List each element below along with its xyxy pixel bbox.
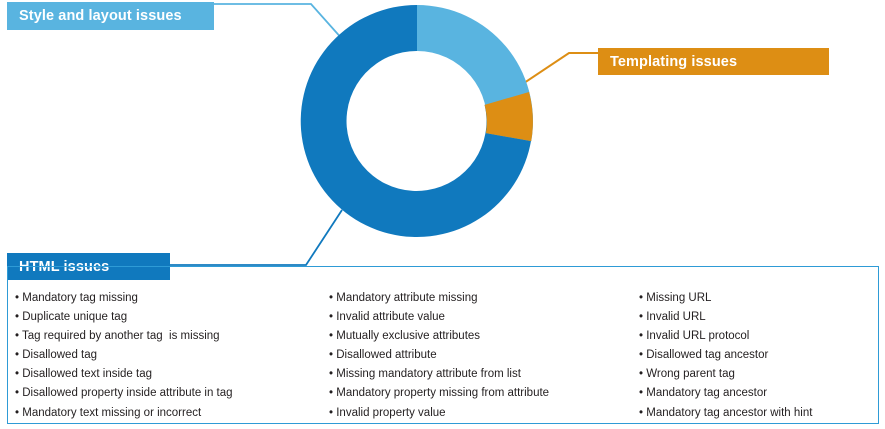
bullet-dot-icon: • <box>329 387 337 400</box>
bullet-dot-icon: • <box>329 311 337 324</box>
issues-column-1: • Mandatory tag missing• Duplicate uniqu… <box>7 281 319 421</box>
issue-list-item: • Disallowed property inside attribute i… <box>15 384 319 403</box>
issue-list-item: • Mandatory property missing from attrib… <box>329 384 629 403</box>
issue-list-item: • Disallowed attribute <box>329 346 629 365</box>
issue-list-item: • Invalid attribute value <box>329 308 629 327</box>
donut-segment-templating <box>484 91 533 142</box>
bullet-dot-icon: • <box>639 349 647 362</box>
issue-list-item-label: Wrong parent tag <box>646 368 735 381</box>
issue-list-item-label: Invalid attribute value <box>336 311 445 324</box>
issue-list-item: • Mandatory attribute missing <box>329 289 629 308</box>
bullet-dot-icon: • <box>639 406 647 419</box>
issue-list-item-label: Mutually exclusive attributes <box>336 330 481 343</box>
issue-list-item-label: Invalid URL <box>646 311 706 324</box>
issue-list-item: • Mandatory tag ancestor <box>639 384 879 403</box>
issue-list-item: • Disallowed tag <box>15 346 319 365</box>
bullet-dot-icon: • <box>329 349 337 362</box>
issue-list-item-label: Mandatory tag missing <box>22 292 138 304</box>
issue-list-item-label: Duplicate unique tag <box>22 311 128 324</box>
issue-list-item-label: Disallowed attribute <box>336 349 437 362</box>
issue-list-item-label: Invalid URL protocol <box>646 330 750 343</box>
bullet-dot-icon: • <box>15 330 23 343</box>
bullet-dot-icon: • <box>15 387 23 400</box>
issue-list-item: • Wrong parent tag <box>639 365 879 384</box>
issues-column-2: • Mandatory attribute missing• Invalid a… <box>319 281 629 421</box>
issue-list-item-label: Disallowed property inside attribute in … <box>22 387 233 400</box>
issue-list-item-label: Mandatory tag ancestor <box>646 387 768 400</box>
bullet-dot-icon: • <box>15 406 23 419</box>
issue-list-item: • Disallowed tag ancestor <box>639 346 879 365</box>
issue-list-item: • Tag required by another tag is missing <box>15 327 319 346</box>
issue-list-item: • Mandatory tag ancestor with hint <box>639 404 879 423</box>
bullet-dot-icon: • <box>15 368 23 381</box>
bullet-dot-icon: • <box>329 406 337 419</box>
issue-list-item: • Invalid URL protocol <box>639 327 879 346</box>
issue-list-item: • Duplicate unique tag <box>15 308 319 327</box>
donut-segment-html-issues <box>300 4 533 237</box>
issue-list-item: • Invalid property value <box>329 404 629 423</box>
issue-list-item: • Missing URL <box>639 289 879 308</box>
issue-list-item-label: Invalid property value <box>336 406 446 419</box>
issue-list-item-label: Mandatory text missing or incorrect <box>22 406 202 419</box>
callout-label-text: Templating issues <box>610 53 738 70</box>
bullet-dot-icon: • <box>329 330 337 343</box>
bullet-dot-icon: • <box>329 368 337 381</box>
leader-line-style <box>206 3 353 51</box>
callout-label-style-and-layout-issues[interactable]: Style and layout issues <box>7 2 214 30</box>
issue-list-item-label: Missing mandatory attribute from list <box>336 368 521 381</box>
html-issues-panel <box>7 266 879 424</box>
bullet-dot-icon: • <box>639 330 647 343</box>
bullet-dot-icon: • <box>15 311 23 324</box>
issue-list-item: • Mandatory tag missing <box>15 289 319 308</box>
bullet-dot-icon: • <box>639 292 647 304</box>
callout-label-templating-issues[interactable]: Templating issues <box>598 48 829 75</box>
issue-list-item: • Invalid URL <box>639 308 879 327</box>
bullet-dot-icon: • <box>639 311 647 324</box>
issue-list-item-label: Mandatory tag ancestor with hint <box>646 406 813 419</box>
issue-list-item-label: Tag required by another tag is missing <box>22 330 220 343</box>
issue-list-item-label: Disallowed text inside tag <box>22 368 152 381</box>
bullet-dot-icon: • <box>15 349 23 362</box>
issue-list-item-label: Missing URL <box>646 292 712 304</box>
bullet-dot-icon: • <box>639 387 647 400</box>
issue-list-item: • Missing mandatory attribute from list <box>329 365 629 384</box>
issues-column-3: • Missing URL• Invalid URL• Invalid URL … <box>629 281 879 421</box>
issue-list-item-label: Mandatory attribute missing <box>336 292 478 304</box>
bullet-dot-icon: • <box>329 292 337 304</box>
issue-list-item-label: Disallowed tag ancestor <box>646 349 769 362</box>
issue-list-item-label: Mandatory property missing from attribut… <box>336 387 550 400</box>
issue-list-item: • Mandatory text missing or incorrect <box>15 404 319 423</box>
issue-list-item: • Mutually exclusive attributes <box>329 327 629 346</box>
issue-list-item: • Disallowed text inside tag <box>15 365 319 384</box>
callout-label-text: Style and layout issues <box>19 8 182 24</box>
html-issues-columns: • Mandatory tag missing• Duplicate uniqu… <box>7 281 879 421</box>
issue-list-item-label: Disallowed tag <box>22 349 98 362</box>
bullet-dot-icon: • <box>639 368 647 381</box>
bullet-dot-icon: • <box>15 292 23 304</box>
